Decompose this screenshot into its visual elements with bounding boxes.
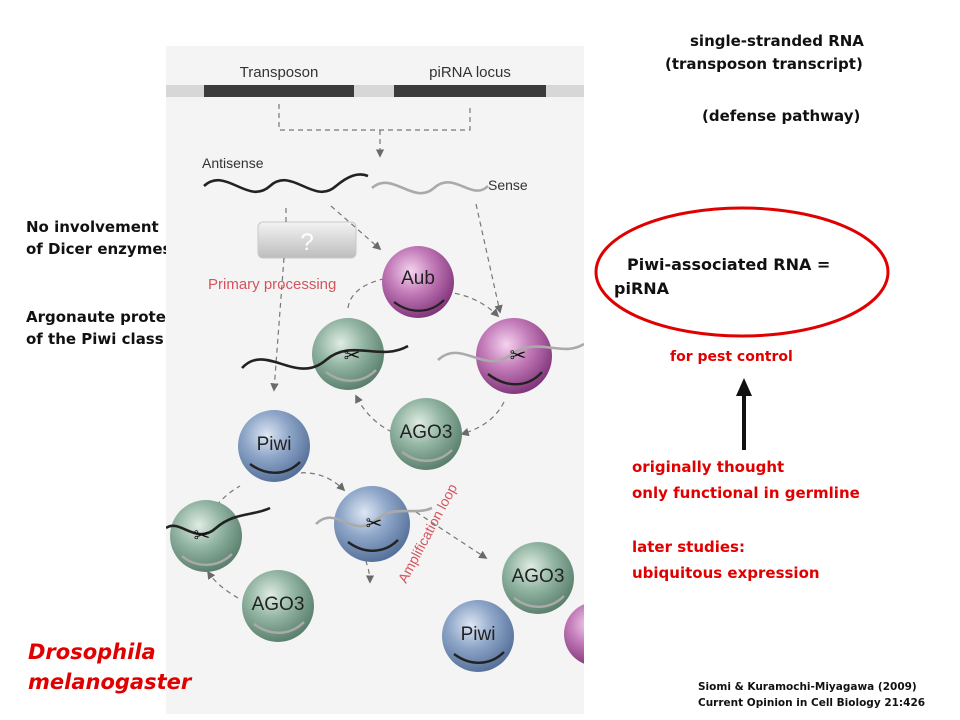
- citation-line2: Current Opinion in Cell Biology 21:426: [698, 697, 926, 709]
- piwi-protein-product: Piwi: [442, 600, 514, 672]
- ago3-cleavage-complex-lower: ✂: [166, 500, 271, 572]
- up-arrow-icon: [736, 378, 752, 450]
- scissors-icon: ✂: [194, 525, 211, 547]
- argonaute-note-line1: Argonaute proteins: [26, 308, 191, 326]
- ago3-protein-lower: AGO3: [242, 570, 314, 642]
- scissors-icon: ✂: [366, 513, 383, 535]
- piwi-label: Piwi: [461, 624, 496, 645]
- ago3-protein-product: AGO3: [502, 542, 574, 614]
- ago3-protein: AGO3: [390, 398, 462, 470]
- pirna-locus-bar: [394, 85, 546, 97]
- aub-protein: Aub: [382, 246, 454, 318]
- piwi-protein: Piwi: [238, 410, 310, 482]
- piwi-label: Piwi: [257, 434, 292, 455]
- pirna-ellipse: [594, 206, 890, 338]
- scissors-icon: ✂: [510, 345, 527, 367]
- pest-control-label: for pest control: [670, 349, 793, 365]
- unknown-processor-mark: ?: [300, 229, 313, 256]
- antisense-strand: [203, 173, 369, 193]
- aub-label: Aub: [401, 268, 435, 289]
- scissors-icon: ✂: [344, 345, 361, 367]
- ssrna-label: single-stranded RNA: [690, 32, 864, 50]
- pirna-definition-line2: piRNA: [614, 279, 670, 298]
- dicer-note-line1: No involvement: [26, 218, 159, 236]
- aub-cleavage-complex: ✂: [437, 318, 584, 394]
- original-view-line1: originally thought: [632, 458, 785, 476]
- pirna-locus-label: piRNA locus: [429, 64, 511, 81]
- species-name-line1: Drosophila: [28, 640, 156, 664]
- sense-label: Sense: [488, 177, 528, 193]
- later-studies-line1: later studies:: [632, 538, 745, 556]
- pirna-definition-line1: Piwi-associated RNA =: [627, 255, 831, 274]
- ago3-label: AGO3: [512, 566, 565, 587]
- transposon-label: Transposon: [240, 64, 319, 81]
- primary-processing-label: Primary processing: [208, 276, 336, 293]
- aub-protein-partial: [564, 604, 584, 664]
- unknown-processor-box: [257, 221, 357, 259]
- transcription-connector: [278, 104, 471, 156]
- antisense-label: Antisense: [202, 155, 264, 171]
- species-name-line2: melanogaster: [28, 670, 192, 694]
- original-view-line2: only functional in germline: [632, 484, 860, 502]
- later-studies-line2: ubiquitous expression: [632, 564, 820, 582]
- transposon-transcript-label: (transposon transcript): [665, 55, 863, 73]
- citation-line1: Siomi & Kuramochi-Miyagawa (2009): [698, 681, 917, 693]
- transposon-bar: [204, 85, 354, 97]
- pirna-pathway-diagram: Transposon piRNA locus Antisense Sense ?…: [166, 46, 584, 714]
- defense-pathway-label: (defense pathway): [702, 107, 861, 125]
- argonaute-note-line2: of the Piwi class: [26, 330, 164, 348]
- dicer-note-line2: of Dicer enzymes: [26, 240, 172, 258]
- ago3-label: AGO3: [252, 594, 305, 615]
- sense-strand: [371, 181, 489, 195]
- ago3-label: AGO3: [400, 422, 453, 443]
- ago3-cleavage-complex: ✂: [241, 318, 409, 390]
- piwi-cleavage-complex: ✂: [315, 486, 433, 562]
